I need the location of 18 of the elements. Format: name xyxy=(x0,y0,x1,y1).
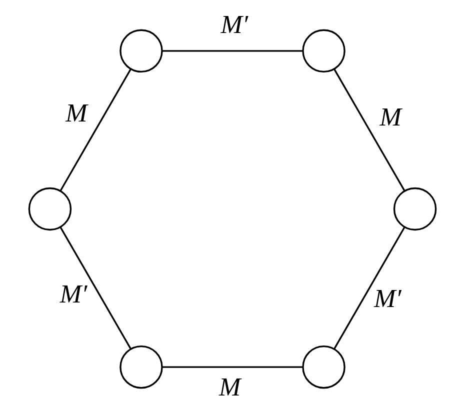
connector xyxy=(60,227,132,350)
node-circle xyxy=(28,187,72,231)
node-circle xyxy=(120,29,163,73)
edge-label: M′ xyxy=(220,10,248,39)
node-circle xyxy=(302,345,346,389)
edge-label: M xyxy=(380,102,402,132)
edge-label: M′ xyxy=(60,280,88,309)
connector xyxy=(162,366,303,368)
edge-label: M′ xyxy=(374,284,402,313)
node-circle xyxy=(120,345,163,389)
connector xyxy=(334,226,406,350)
connector xyxy=(334,68,406,191)
node-circle xyxy=(393,187,437,231)
edge-label: M xyxy=(66,98,88,128)
connector xyxy=(162,50,302,52)
node-circle xyxy=(302,29,346,73)
connector xyxy=(60,68,132,192)
edge-label: M xyxy=(218,372,241,402)
